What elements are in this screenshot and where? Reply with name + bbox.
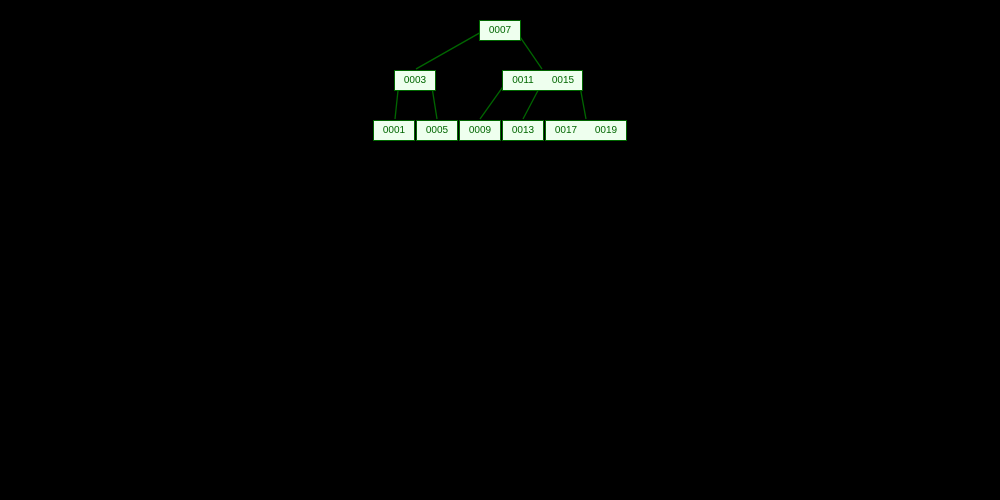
tree-leaf-0005: 0005 bbox=[416, 120, 458, 141]
tree-leaf-0017-0019: 0017 0019 bbox=[545, 120, 627, 141]
node-key: 0019 bbox=[594, 125, 618, 136]
node-key: 0017 bbox=[554, 125, 578, 136]
node-key: 0001 bbox=[382, 125, 406, 136]
node-key: 0009 bbox=[468, 125, 492, 136]
tree-leaf-0001: 0001 bbox=[373, 120, 415, 141]
tree-node-0011-0015: 0011 0015 bbox=[502, 70, 583, 91]
edge-0007-0003 bbox=[415, 30, 484, 70]
node-key: 0015 bbox=[551, 75, 575, 86]
tree-leaf-0013: 0013 bbox=[502, 120, 544, 141]
node-key: 0011 bbox=[512, 75, 534, 86]
tree-leaf-0009: 0009 bbox=[459, 120, 501, 141]
node-key: 0005 bbox=[425, 125, 449, 136]
tree-node-0003: 0003 bbox=[394, 70, 436, 91]
node-key: 0013 bbox=[511, 125, 535, 136]
node-key: 0007 bbox=[488, 25, 512, 36]
node-key: 0003 bbox=[403, 75, 427, 86]
tree-node-root: 0007 bbox=[479, 20, 521, 41]
